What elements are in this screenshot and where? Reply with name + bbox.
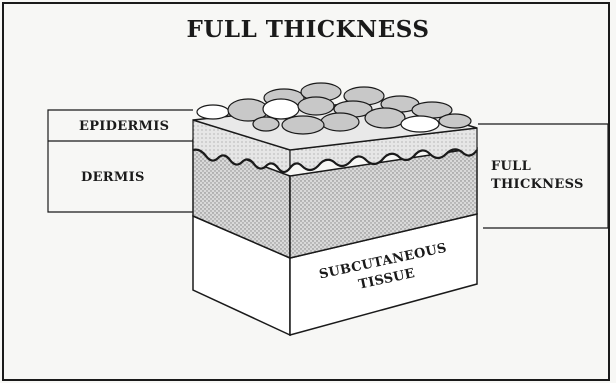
epidermis-label: EPIDERMIS [79, 118, 169, 136]
full-thickness-label: FULL THICKNESS [491, 158, 584, 194]
full-thickness-label-line2: THICKNESS [491, 176, 584, 194]
dermis-label: DERMIS [81, 169, 145, 187]
full-thickness-label-line1: FULL [491, 158, 584, 176]
